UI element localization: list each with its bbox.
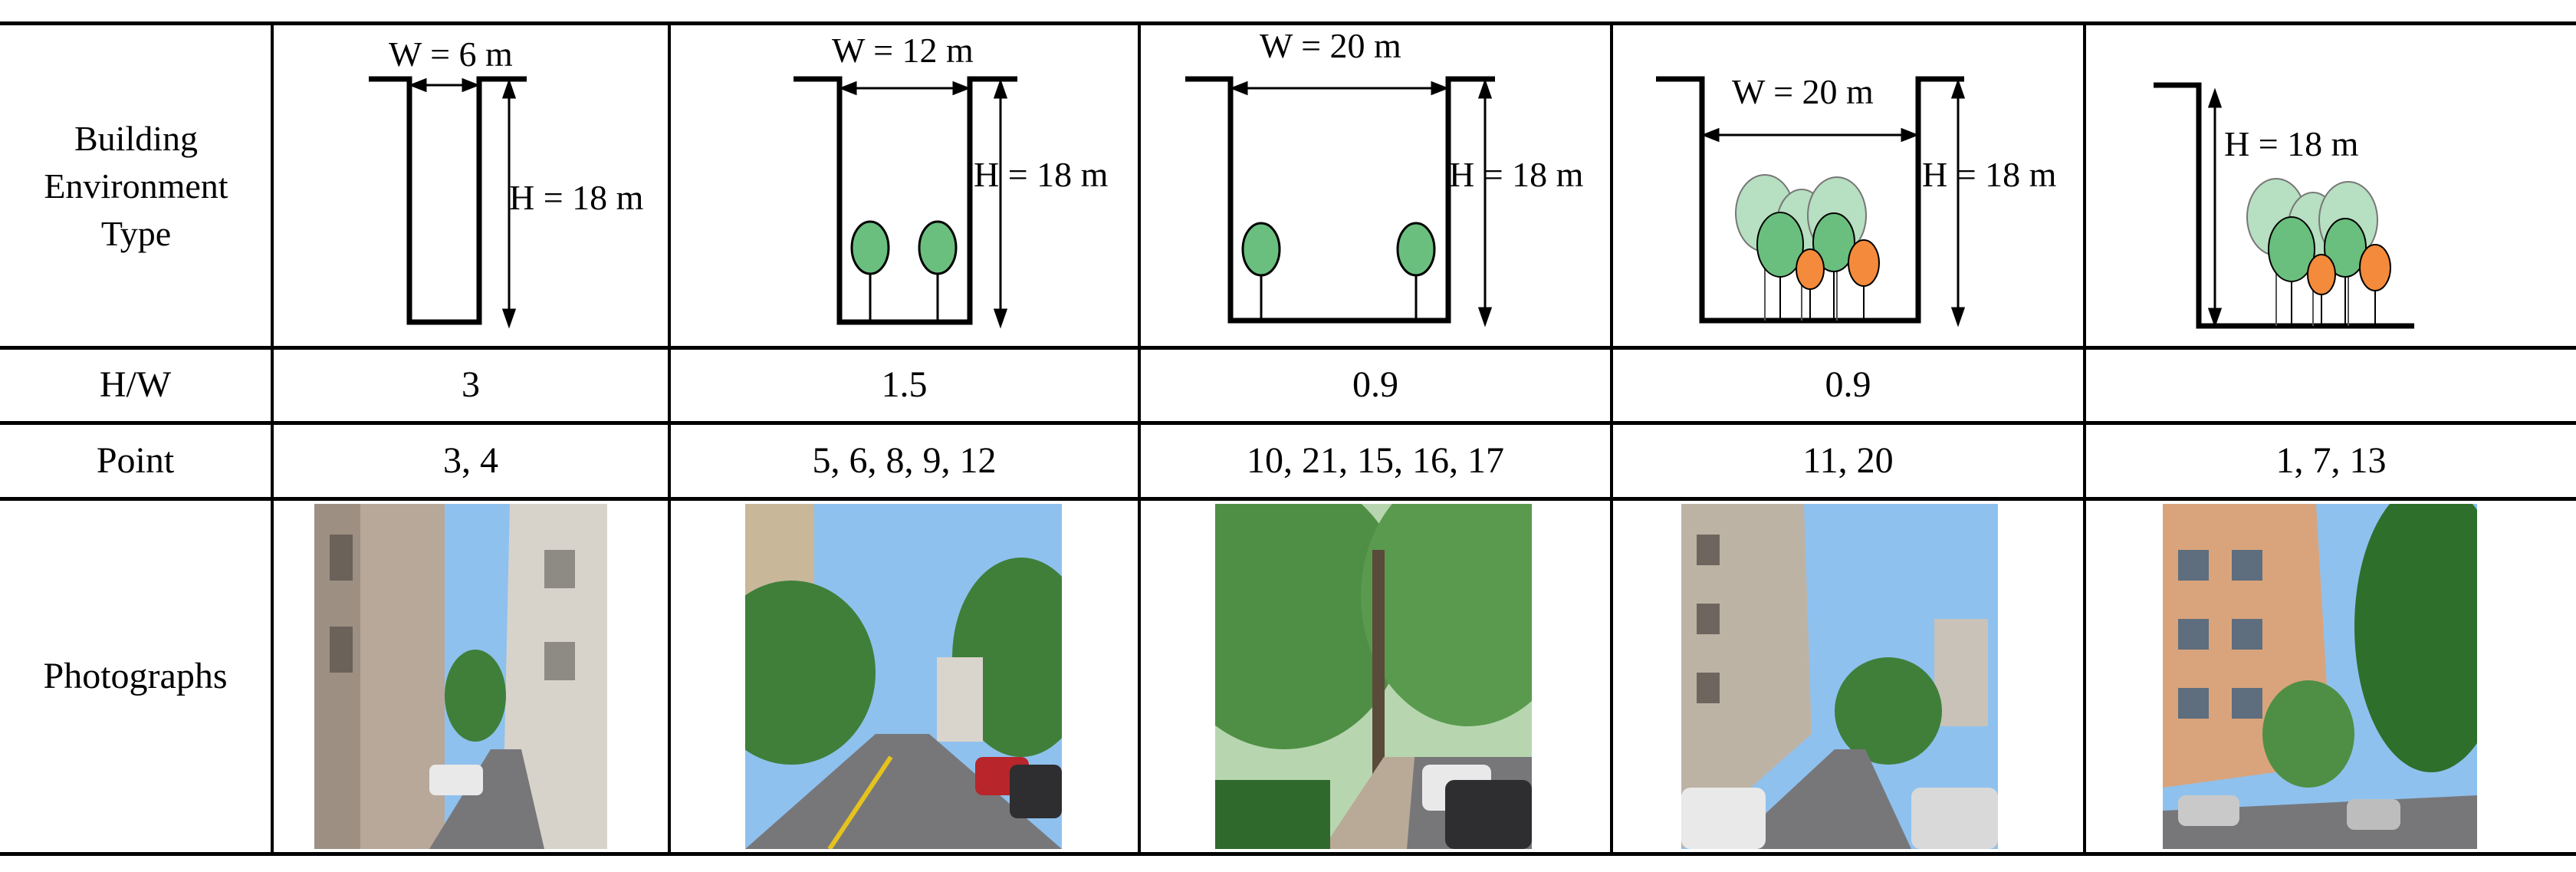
hw-cell-2: 1.5: [881, 364, 928, 406]
width-label: W = 20 m: [1732, 72, 1874, 111]
row-divider-header: [0, 346, 2576, 350]
col-divider-4: [1610, 21, 1613, 856]
arrow-left: [838, 81, 857, 96]
header-line-3: Type: [100, 213, 172, 253]
point-cell-5: 1, 7, 13: [2275, 439, 2387, 481]
height-label: H = 18 m: [2224, 124, 2359, 163]
arrow-bottom: [993, 308, 1008, 329]
arrow-top: [1477, 78, 1493, 99]
tree-right: [918, 220, 958, 322]
tree-left: [850, 220, 890, 322]
arrow-top: [2207, 87, 2223, 108]
height-label: H = 18 m: [1922, 155, 2057, 194]
point-cell-2: 5, 6, 8, 9, 12: [812, 439, 997, 481]
hw-cell-3: 0.9: [1352, 364, 1398, 406]
header-line-1: Building: [74, 118, 199, 158]
tree-cluster: [2246, 178, 2391, 326]
table-bottom-rule: [0, 852, 2576, 856]
height-label: H = 18 m: [509, 178, 644, 217]
arrow-bottom: [2207, 308, 2223, 328]
point-cell-1: 3, 4: [443, 439, 498, 481]
arrow-right: [952, 81, 971, 96]
photograph-2: [745, 504, 1062, 849]
col-divider-2: [668, 21, 671, 856]
height-label: H = 18 m: [974, 155, 1109, 194]
canyon-wall: [2154, 82, 2414, 329]
width-label: W = 12 m: [832, 31, 974, 70]
row-divider-hw: [0, 421, 2576, 425]
arrow-top: [993, 78, 1008, 99]
width-label: W = 6 m: [389, 35, 513, 74]
arrow-bottom: [1477, 307, 1493, 327]
arrow-right: [1431, 81, 1450, 96]
tree-left: [1241, 222, 1281, 321]
header-point: Point: [96, 439, 175, 481]
hw-cell-4: 0.9: [1825, 364, 1871, 406]
header-photographs: Photographs: [43, 655, 228, 696]
arrow-right: [462, 77, 481, 93]
photograph-1: [314, 504, 607, 849]
arrow-right: [1901, 127, 1920, 143]
arrow-left: [1229, 81, 1248, 96]
height-label: H = 18 m: [1449, 155, 1584, 194]
photograph-4: [1681, 504, 1998, 849]
canyon-diagram-5: H = 18 m: [2154, 82, 2414, 329]
col-divider-1: [271, 21, 274, 856]
photograph-5: [2163, 504, 2477, 849]
col-divider-5: [2083, 21, 2086, 856]
row-divider-point: [0, 497, 2576, 501]
arrow-top: [501, 78, 517, 99]
tree-cluster: [1735, 174, 1880, 321]
canyon-walls: [794, 76, 1017, 325]
canyon-diagram-3: W = 20 m H = 18 m: [1185, 26, 1584, 327]
photograph-3: [1215, 504, 1532, 849]
canyon-diagram-4: W = 20 m H = 18 m: [1656, 72, 2057, 327]
arrow-top: [1950, 78, 1966, 99]
canyon-walls: [1185, 76, 1495, 324]
canyon-diagram-1: W = 6 m H = 18 m: [369, 35, 644, 329]
point-cell-3: 10, 21, 15, 16, 17: [1247, 439, 1504, 481]
tree-right: [1396, 222, 1436, 321]
arrow-bottom: [1950, 307, 1966, 327]
canyon-diagram-2: W = 12 m H = 18 m: [794, 31, 1109, 329]
arrow-bottom: [501, 308, 517, 329]
table-top-rule: [0, 21, 2576, 25]
canyon-wall-left: [369, 76, 527, 325]
hw-cell-1: 3: [462, 364, 480, 406]
hw-cell-5: [2086, 350, 2576, 421]
width-label: W = 20 m: [1260, 26, 1401, 65]
col-divider-3: [1138, 21, 1141, 856]
arrow-left: [1700, 127, 1720, 143]
point-cell-4: 11, 20: [1802, 439, 1894, 481]
header-line-2: Environment: [44, 166, 228, 206]
header-building-environment-type: Building Environment Type: [0, 23, 272, 349]
arrow-left: [408, 77, 427, 93]
header-hw: H/W: [99, 364, 172, 406]
